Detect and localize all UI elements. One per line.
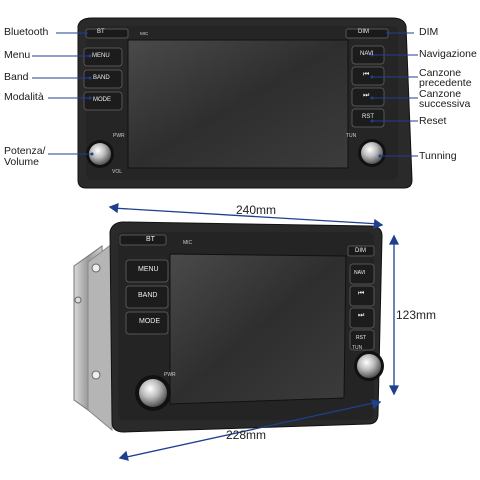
callout-potenza-line1: Potenza/ bbox=[4, 145, 46, 157]
bottom-mic-label: MIC bbox=[183, 240, 193, 246]
callout-potenza-line2: Volume bbox=[4, 156, 40, 168]
top-band-button bbox=[83, 69, 123, 89]
callout-tunning: Tunning bbox=[419, 150, 457, 162]
callout-bluetooth: Bluetooth bbox=[4, 26, 49, 38]
callout-menu: Menu bbox=[4, 49, 31, 61]
callout-canzone-prec-line2: precedente bbox=[419, 77, 472, 89]
callout-modalita: Modalità bbox=[4, 91, 44, 103]
bottom-head-unit bbox=[73, 221, 384, 433]
top-mode-button bbox=[83, 91, 123, 111]
top-mode-label: MODE bbox=[93, 97, 111, 103]
bottom-bt-label: BT bbox=[146, 236, 155, 243]
bottom-dim-label: DIM bbox=[355, 248, 366, 254]
bottom-next-button bbox=[349, 307, 375, 329]
top-bt-label: BT bbox=[97, 29, 105, 35]
bottom-navi-label: NAVI bbox=[354, 270, 366, 276]
bottom-menu-label: MENU bbox=[138, 266, 159, 273]
top-menu-label: MENU bbox=[92, 53, 110, 59]
top-rst-button bbox=[351, 108, 385, 128]
bottom-screen bbox=[169, 253, 347, 405]
bottom-tun-label: TUN bbox=[352, 345, 363, 351]
bottom-dim-button bbox=[347, 245, 375, 257]
top-menu-button bbox=[83, 47, 123, 67]
callout-reset: Reset bbox=[419, 115, 447, 127]
top-tuning-knob bbox=[361, 142, 383, 164]
top-screen bbox=[127, 39, 349, 169]
bottom-tuning-knob bbox=[357, 354, 381, 378]
callout-canzone-succ-line1: Canzone bbox=[419, 88, 462, 100]
top-band-label: BAND bbox=[93, 75, 110, 81]
dimension-lines bbox=[108, 203, 400, 461]
top-dim-label: DIM bbox=[358, 29, 369, 35]
bottom-prev-label: ⏮ bbox=[358, 290, 365, 297]
bottom-bt-button bbox=[119, 234, 167, 246]
bottom-volume-knob bbox=[139, 379, 167, 407]
top-next-label: ⏭ bbox=[363, 92, 370, 99]
callout-lines bbox=[32, 32, 418, 157]
dimension-width-top: 240mm bbox=[236, 203, 277, 217]
top-head-unit bbox=[77, 17, 413, 189]
callout-navigazione: Navigazione bbox=[419, 48, 477, 60]
top-navi-label: NAVI bbox=[360, 51, 374, 57]
bottom-band-button bbox=[125, 285, 169, 309]
bottom-next-label: ⏭ bbox=[358, 312, 365, 319]
top-volume-knob bbox=[89, 143, 111, 165]
bottom-pwr-label: PWR bbox=[164, 372, 176, 378]
top-mic-label: MIC bbox=[140, 31, 149, 36]
bottom-menu-button bbox=[125, 259, 169, 283]
dimension-height: 123mm bbox=[396, 308, 437, 322]
bottom-prev-button bbox=[349, 285, 375, 307]
callout-dim: DIM bbox=[419, 26, 439, 38]
bottom-mode-label: MODE bbox=[139, 318, 160, 325]
top-prev-label: ⏮ bbox=[363, 71, 370, 78]
bottom-rst-label: RST bbox=[356, 335, 366, 341]
top-next-button bbox=[351, 87, 385, 107]
top-bt-button bbox=[85, 28, 129, 39]
callout-band: Band bbox=[4, 71, 29, 83]
callout-canzone-succ-line2: successiva bbox=[419, 98, 471, 110]
bottom-band-label: BAND bbox=[138, 292, 158, 299]
bottom-mode-button bbox=[125, 311, 169, 335]
bottom-rst-button bbox=[349, 329, 375, 351]
top-tun-label: TUN bbox=[346, 133, 357, 139]
top-pwr-label: PWR bbox=[113, 133, 125, 139]
bottom-navi-button bbox=[349, 263, 375, 285]
callout-canzone-prec-line1: Canzone bbox=[419, 67, 462, 79]
top-prev-button bbox=[351, 66, 385, 86]
top-rst-label: RST bbox=[362, 114, 374, 120]
dimension-width-bottom: 228mm bbox=[226, 428, 267, 442]
top-vol-label: VOL bbox=[112, 169, 123, 175]
